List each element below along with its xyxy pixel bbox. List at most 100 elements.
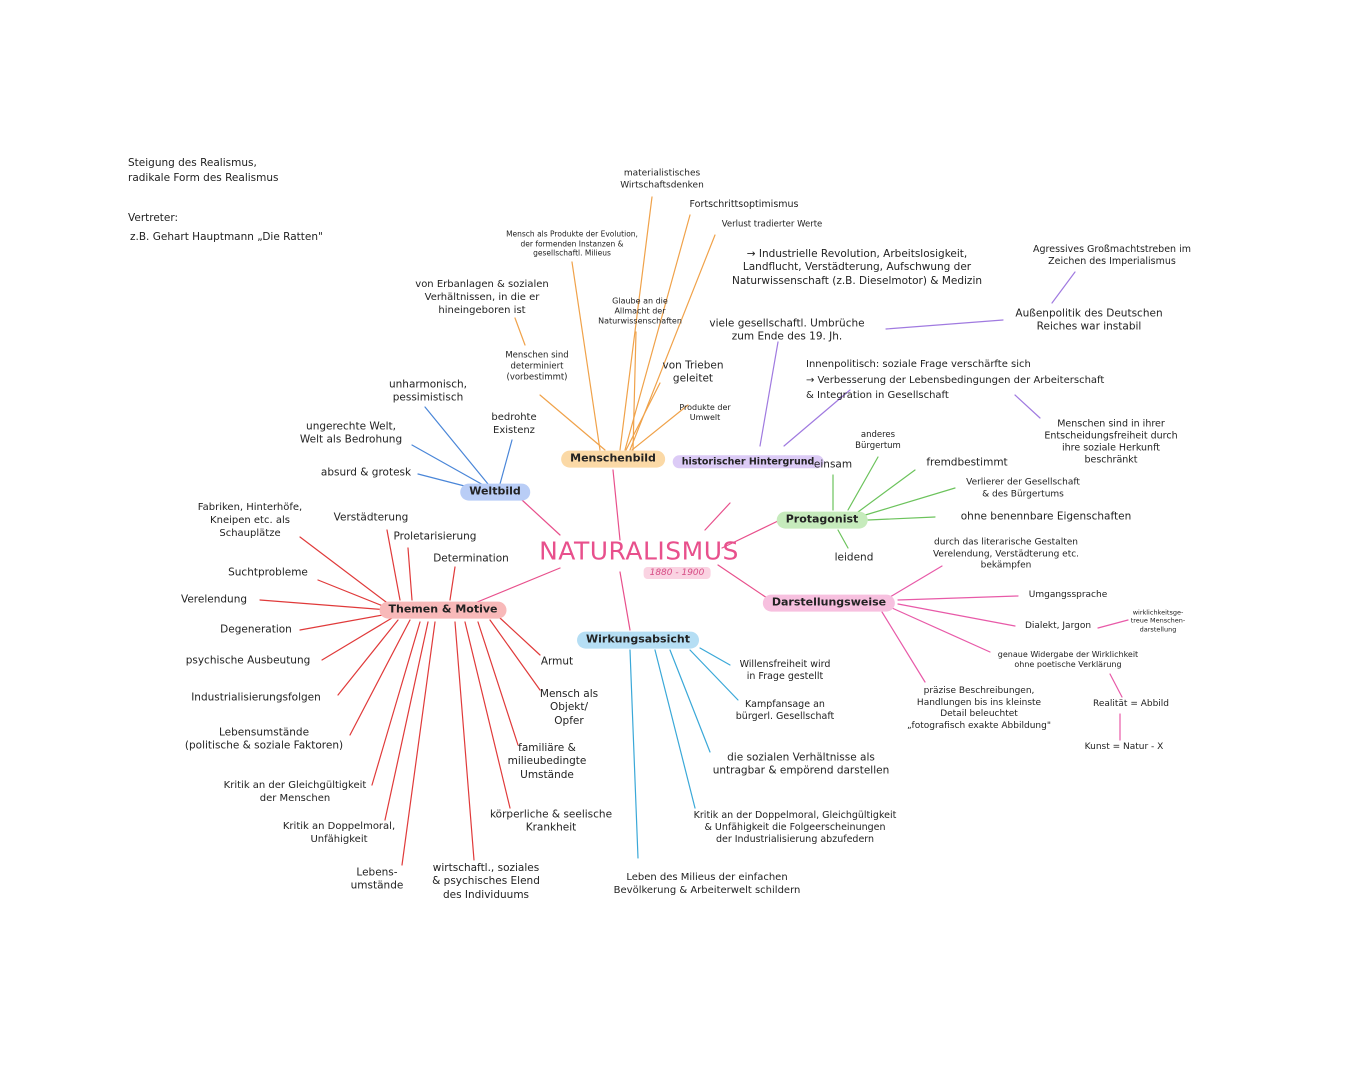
connector-line: [401, 621, 436, 866]
leaf-fremdbestimmt: fremdbestimmt: [926, 456, 1008, 469]
connector-line: [897, 603, 1016, 627]
connector-line: [624, 214, 691, 451]
connector-line: [612, 469, 621, 541]
center-years: 1880 - 1900: [643, 567, 711, 579]
connector-line: [464, 621, 511, 809]
connector-line: [539, 394, 606, 451]
connector-line: [317, 579, 389, 609]
leaf-industrielle-revolution: → Industrielle Revolution, Arbeitslosigk…: [731, 247, 983, 287]
connector-line: [619, 196, 653, 451]
connector-line: [259, 599, 389, 611]
connector-line: [469, 567, 561, 606]
leaf-trieben: von Trieben geleitet: [662, 359, 724, 385]
connector-line: [1051, 271, 1076, 304]
leaf-materialistisch: materialistisches Wirtschaftsdenken: [620, 168, 704, 190]
leaf-umwelt: Produkte der Umwelt: [679, 402, 731, 422]
vertreter-value: z.B. Gehart Hauptmann „Die Ratten": [130, 231, 323, 243]
leaf-kunst-natur: Kunst = Natur - X: [1084, 742, 1164, 753]
leaf-leidend: leidend: [834, 551, 874, 564]
leaf-produkt-evolution: Mensch als Produkte der Evolution, der f…: [506, 229, 638, 258]
leaf-determiniert: Menschen sind determiniert (vorbestimmt): [505, 350, 569, 383]
leaf-wirtschaftl-elend: wirtschaftl., soziales & psychisches Ele…: [432, 861, 540, 901]
leaf-mensch-objekt: Mensch als Objekt/ Opfer: [539, 687, 599, 727]
connector-line: [299, 613, 389, 631]
vertreter-label: Vertreter:: [128, 212, 179, 224]
leaf-aggressives-grossmachtstreben: Agressives Großmachtstreben im Zeichen d…: [1033, 243, 1191, 267]
leaf-leben-milieus: Leben des Milieus der einfachen Bevölker…: [613, 872, 801, 896]
leaf-determination: Determination: [433, 552, 509, 565]
leaf-lebensumstaende: Lebensumstände (politische & soziale Fak…: [184, 726, 344, 752]
intro-line-1: Steigung des Realismus,: [128, 157, 257, 169]
leaf-einsam: einsam: [813, 458, 853, 471]
leaf-verhaeltnisse: die sozialen Verhältnisse als untragbar …: [712, 751, 890, 777]
leaf-ungerecht: ungerechte Welt, Welt als Bedrohung: [299, 420, 403, 446]
connector-line: [454, 621, 475, 861]
leaf-verlust: Verlust tradierter Werte: [721, 219, 823, 230]
connector-line: [897, 595, 1019, 601]
leaf-realitaet-abbild: Realität = Abbild: [1092, 699, 1170, 710]
leaf-verstaedterung: Verstädterung: [333, 511, 409, 524]
connector-line: [881, 611, 926, 683]
connector-line: [499, 617, 541, 656]
connector-line: [861, 487, 956, 517]
intro-line-2: radikale Form des Realismus: [128, 172, 279, 184]
connector-line: [717, 564, 771, 601]
leaf-fortschritt: Fortschrittsoptimismus: [689, 198, 799, 210]
connector-line: [669, 649, 711, 753]
connector-line: [704, 502, 731, 531]
leaf-industrialisierungsfolgen: Industrialisierungsfolgen: [191, 691, 321, 704]
hub-wirkungsabsicht: Wirkungsabsicht: [577, 631, 699, 649]
leaf-absurd: absurd & grotesk: [320, 466, 412, 479]
leaf-ohne-eigenschaften: ohne benennbare Eigenschaften: [960, 510, 1132, 523]
connector-line: [847, 456, 879, 511]
leaf-kritik-doppelmoral: Kritik an Doppelmoral, Unfähigkeit: [282, 821, 396, 845]
leaf-aussenpolitik: Außenpolitik des Deutschen Reiches war i…: [1015, 307, 1163, 333]
connector-line: [371, 621, 421, 786]
connector-line: [1109, 673, 1123, 698]
connector-line: [489, 619, 541, 691]
leaf-anderes-buergertum: anderes Bürgertum: [855, 430, 901, 451]
leaf-erbanlagen: von Erbanlagen & sozialen Verhältnissen,…: [415, 278, 549, 316]
hub-themen-motive: Themen & Motive: [379, 601, 507, 619]
connector-line: [499, 439, 513, 485]
leaf-genaue-widergabe: genaue Widergabe der Wirklichkeit ohne p…: [997, 649, 1139, 669]
connector-line: [521, 499, 561, 536]
hub-protagonist: Protagonist: [776, 511, 868, 529]
leaf-glaube: Glaube an die Allmacht der Naturwissensc…: [598, 296, 682, 327]
connector-line: [384, 621, 429, 821]
leaf-dialekt-jargon: Dialekt, Jargon: [1024, 621, 1092, 632]
connector-line: [654, 649, 696, 809]
connector-line: [837, 529, 849, 549]
connector-line: [299, 536, 391, 606]
leaf-innenpolitisch: Innenpolitisch: soziale Frage verschärft…: [806, 359, 1105, 401]
connector-line: [1014, 394, 1041, 419]
leaf-proletarisierung: Proletarisierung: [393, 530, 477, 543]
leaf-kampfansage: Kampfansage an bürgerl. Gesellschaft: [735, 698, 835, 722]
connector-line: [699, 647, 731, 666]
connector-line: [411, 444, 486, 487]
connector-line: [632, 331, 637, 451]
connector-line: [349, 619, 411, 736]
connector-line: [783, 389, 851, 447]
connector-line: [631, 404, 689, 451]
connector-line: [321, 617, 393, 661]
connector-line: [891, 607, 991, 653]
leaf-literarisches-gestalten: durch das literarische Gestalten Verelen…: [932, 537, 1080, 571]
leaf-wirklichkeitsgetreue-darstellung: wirklichkeitsge- treue Menschen- darstel…: [1130, 608, 1186, 634]
leaf-familiaere-umstaende: familiäre & milieubedingte Umstände: [507, 741, 587, 781]
leaf-bedrohte: bedrohte Existenz: [491, 412, 537, 436]
connector-line: [407, 547, 413, 601]
connector-line: [424, 406, 489, 485]
leaf-kritik-doppelmoral-wirkung: Kritik an der Doppelmoral, Gleichgültigk…: [693, 809, 897, 846]
connector-line: [619, 571, 631, 631]
connector-line: [857, 469, 916, 513]
leaf-armut: Armut: [540, 655, 574, 668]
leaf-praezise-beschreibungen: präzise Beschreibungen, Handlungen bis i…: [907, 685, 1051, 731]
connector-line: [689, 649, 739, 701]
connector-line: [721, 519, 781, 549]
connector-line: [625, 382, 661, 451]
hub-menschenbild: Menschenbild: [561, 450, 665, 468]
leaf-koerperliche-krankheit: körperliche & seelische Krankheit: [489, 808, 613, 834]
